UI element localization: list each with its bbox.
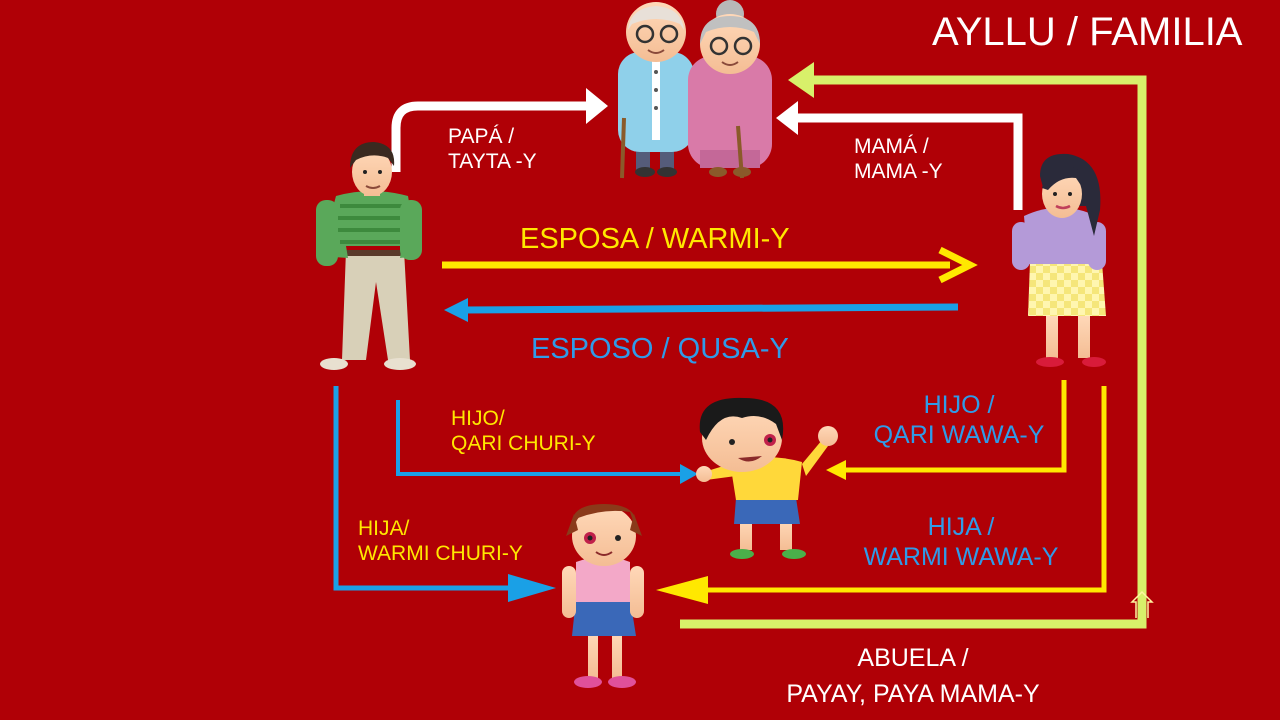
arrow-father-to-grandparents <box>391 88 608 172</box>
arrow-esposa <box>442 246 978 284</box>
man-illustration <box>316 142 422 370</box>
label-hija-mother: HIJA / WARMI WAWA-Y <box>852 512 1070 572</box>
label-hijo-father-line2: QARI CHURI-Y <box>451 432 596 456</box>
label-hija-father-line2: WARMI CHURI-Y <box>358 542 523 566</box>
label-hijo-father: HIJO/ QARI CHURI-Y <box>451 406 596 456</box>
label-abuela-line1: ABUELA / <box>857 644 969 672</box>
label-esposa: ESPOSA / WARMI-Y <box>520 223 790 255</box>
woman-illustration <box>1012 153 1106 367</box>
label-papa-line1: PAPÁ / <box>448 125 515 148</box>
arrow-abuela-loop <box>680 62 1154 629</box>
label-abuela-line2: PAYAY, PAYA MAMA-Y <box>786 680 1040 709</box>
arrow-mother-to-grandparents <box>776 101 1023 210</box>
label-papa-line2: TAYTA -Y <box>448 150 537 174</box>
arrow-father-to-daughter <box>333 386 556 602</box>
label-hija-mother-line1: HIJA / <box>927 513 995 541</box>
label-papa: PAPÁ / TAYTA -Y <box>448 124 537 174</box>
label-hija-father: HIJA/ WARMI CHURI-Y <box>358 516 523 566</box>
label-hijo-mother-line1: HIJO / <box>923 391 995 419</box>
label-hija-mother-line2: WARMI WAWA-Y <box>863 543 1059 571</box>
label-hija-father-line1: HIJA/ <box>358 517 410 540</box>
label-hijo-father-line1: HIJO/ <box>451 407 505 430</box>
label-mama-line2: MAMA -Y <box>854 160 943 184</box>
label-hijo-mother: HIJO / QARI WAWA-Y <box>859 390 1059 450</box>
arrow-esposo <box>444 298 959 322</box>
label-mama: MAMÁ / MAMA -Y <box>854 134 943 184</box>
girl-illustration <box>562 504 644 688</box>
boy-illustration <box>696 397 838 559</box>
arrow-mother-to-son <box>826 380 1067 480</box>
page-title: AYLLU / FAMILIA <box>932 10 1243 54</box>
arrow-mother-to-daughter <box>656 386 1107 604</box>
label-abuela: ABUELA / PAYAY, PAYA MAMA-Y <box>758 640 1068 713</box>
label-hijo-mother-line2: QARI WAWA-Y <box>873 421 1045 449</box>
label-esposo: ESPOSO / QUSA-Y <box>531 333 789 365</box>
label-mama-line1: MAMÁ / <box>854 135 929 158</box>
grandparents-illustration <box>618 0 772 179</box>
arrow-father-to-son <box>396 400 698 484</box>
